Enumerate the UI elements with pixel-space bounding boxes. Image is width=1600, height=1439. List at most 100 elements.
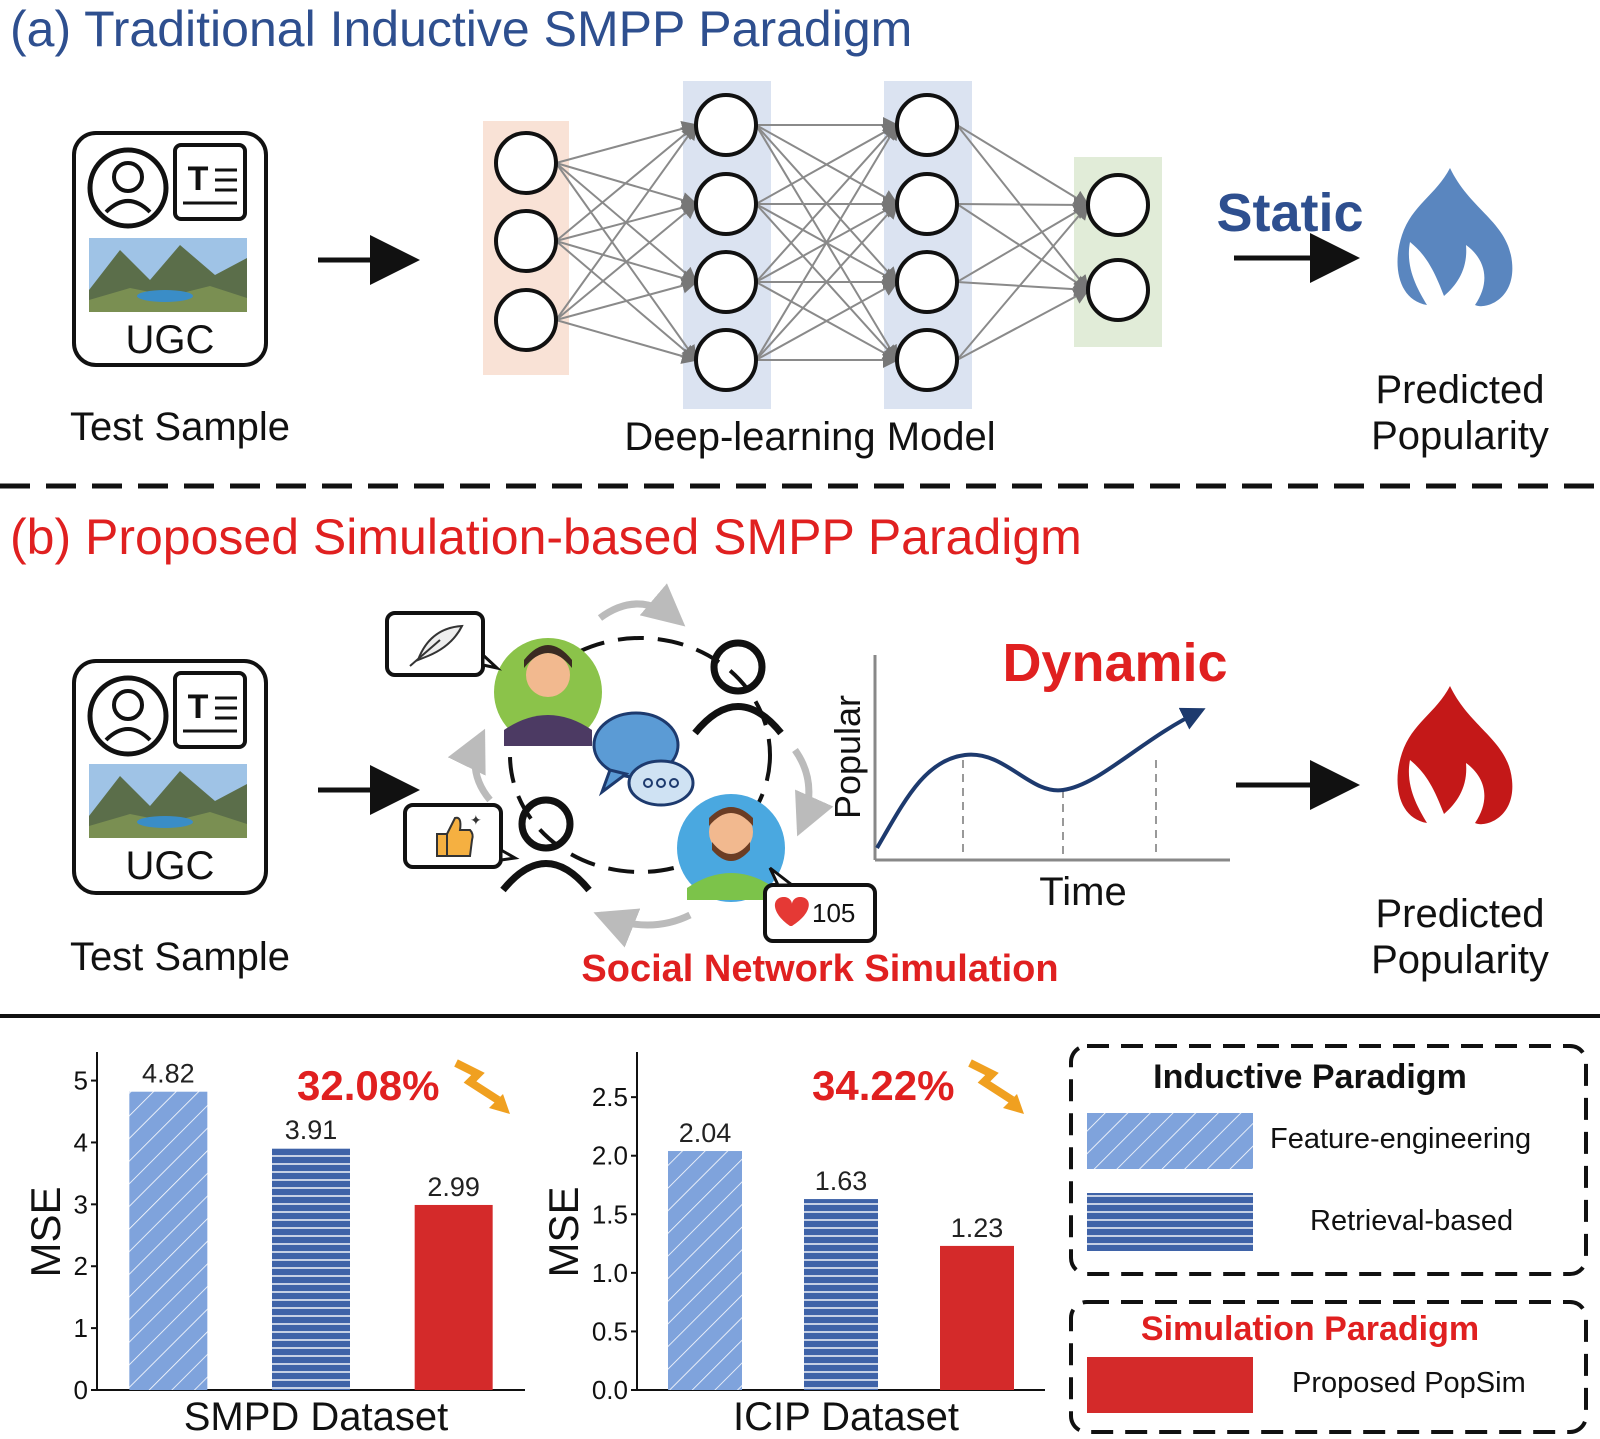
legend-swatch-feature-engineering bbox=[1087, 1113, 1253, 1169]
bar-proposed-popsim bbox=[414, 1204, 493, 1390]
network-edge bbox=[956, 203, 1090, 361]
like-count-box: 105 bbox=[763, 866, 877, 943]
x-axis-title: SMPD Dataset bbox=[184, 1395, 449, 1439]
user-icon bbox=[87, 675, 169, 757]
network-node bbox=[694, 328, 758, 392]
heart-icon bbox=[774, 897, 809, 926]
svg-text:T: T bbox=[188, 688, 209, 726]
network-node bbox=[895, 328, 959, 392]
legend-simulation bbox=[1069, 1300, 1588, 1434]
y-tick-label: 2.0 bbox=[592, 1141, 628, 1171]
y-axis-title: MSE bbox=[22, 1186, 69, 1277]
bar-proposed-popsim bbox=[940, 1245, 1014, 1390]
test-sample-label-b: Test Sample bbox=[69, 935, 291, 979]
feather-icon bbox=[385, 611, 503, 677]
landscape-image-icon bbox=[89, 764, 247, 838]
network-edge bbox=[956, 281, 1090, 298]
network-edge bbox=[956, 124, 1090, 207]
section-a-title: (a) Traditional Inductive SMPP Paradigm bbox=[10, 1, 913, 57]
social-network-simulation: ✦ 105 bbox=[385, 583, 877, 948]
ugc-label-b: UGC bbox=[125, 844, 215, 888]
neural-network bbox=[483, 81, 1162, 409]
person-avatar bbox=[677, 794, 785, 902]
network-node bbox=[895, 93, 959, 157]
legend-retrieval-label: Retrieval-based bbox=[1310, 1205, 1514, 1237]
network-edge bbox=[956, 203, 1090, 292]
bar-value-label: 1.23 bbox=[951, 1213, 1004, 1243]
network-edge bbox=[555, 202, 698, 321]
ugc-card-b: T bbox=[72, 659, 268, 895]
bar-retrieval-based bbox=[272, 1148, 350, 1390]
network-node bbox=[895, 250, 959, 314]
bar-retrieval-based bbox=[804, 1199, 878, 1390]
section-b-title: (b) Proposed Simulation-based SMPP Parad… bbox=[10, 509, 1082, 565]
curve-y-label: Popular bbox=[827, 695, 868, 819]
legend-popsim-label: Proposed PopSim bbox=[1292, 1367, 1526, 1399]
decrease-arrow-icon bbox=[454, 1059, 510, 1114]
network-edge bbox=[956, 196, 1090, 213]
bar-value-label: 1.63 bbox=[815, 1166, 868, 1196]
network-node bbox=[494, 209, 558, 273]
svg-text:T: T bbox=[188, 160, 209, 198]
thumbs-up-icon: ✦ bbox=[403, 803, 520, 869]
network-edge bbox=[755, 202, 899, 361]
y-tick-label: 0.5 bbox=[592, 1316, 628, 1346]
network-node bbox=[694, 250, 758, 314]
y-tick-label: 1.5 bbox=[592, 1199, 628, 1229]
dynamic-label: Dynamic bbox=[1002, 633, 1228, 693]
user-icon bbox=[87, 147, 169, 229]
model-label: Deep-learning Model bbox=[624, 415, 996, 459]
predicted-label-a: Predicted bbox=[1375, 368, 1545, 412]
bar-value-label: 2.04 bbox=[679, 1118, 732, 1148]
flame-icon bbox=[1397, 168, 1513, 307]
static-label: Static bbox=[1216, 183, 1364, 243]
y-axis-title: MSE bbox=[540, 1186, 587, 1277]
network-edge bbox=[956, 124, 1090, 292]
legend-feature-label: Feature-engineering bbox=[1270, 1123, 1532, 1155]
flame-icon bbox=[1397, 686, 1513, 825]
legend-simulation-title: Simulation Paradigm bbox=[1140, 1310, 1480, 1348]
text-document-icon: T bbox=[173, 671, 247, 749]
curve-x-label: Time bbox=[1039, 870, 1126, 914]
like-count: 105 bbox=[812, 898, 855, 928]
y-tick-label: 4 bbox=[74, 1127, 88, 1157]
improvement-percent-smpd: 32.08% bbox=[297, 1062, 440, 1109]
network-node bbox=[694, 93, 758, 157]
y-tick-label: 2.5 bbox=[592, 1082, 628, 1112]
x-axis-title: ICIP Dataset bbox=[733, 1395, 959, 1439]
network-node bbox=[694, 172, 758, 236]
text-document-icon: T bbox=[173, 143, 247, 221]
simulation-label: Social Network Simulation bbox=[581, 948, 1059, 990]
predicted-label-b: Predicted bbox=[1375, 892, 1545, 936]
ugc-label-a: UGC bbox=[125, 318, 215, 362]
network-node bbox=[1086, 258, 1150, 322]
legend-inductive bbox=[1069, 1044, 1588, 1276]
bar-value-label: 3.91 bbox=[285, 1115, 338, 1145]
network-edge bbox=[555, 277, 698, 321]
network-edge bbox=[755, 123, 899, 283]
legend-swatch-retrieval-based bbox=[1087, 1193, 1253, 1251]
network-node bbox=[494, 131, 558, 195]
network-node bbox=[494, 288, 558, 352]
network-edge bbox=[555, 120, 698, 164]
y-tick-label: 1 bbox=[74, 1313, 88, 1343]
y-tick-label: 2 bbox=[74, 1251, 88, 1281]
landscape-image-icon bbox=[89, 238, 247, 312]
bar-value-label: 2.99 bbox=[427, 1172, 480, 1202]
decrease-arrow-icon bbox=[968, 1059, 1024, 1114]
network-node bbox=[1086, 173, 1150, 237]
user-outline-icon bbox=[500, 796, 592, 893]
test-sample-label-a: Test Sample bbox=[69, 405, 291, 449]
network-edge bbox=[555, 123, 698, 242]
user-outline-icon bbox=[692, 639, 784, 736]
improvement-percent-icip: 34.22% bbox=[812, 1062, 955, 1109]
y-tick-label: 0 bbox=[74, 1375, 88, 1405]
network-edge bbox=[755, 123, 899, 361]
popularity-label-b: Popularity bbox=[1371, 938, 1549, 982]
y-tick-label: 1.0 bbox=[592, 1258, 628, 1288]
ugc-card-a: T bbox=[72, 131, 268, 367]
